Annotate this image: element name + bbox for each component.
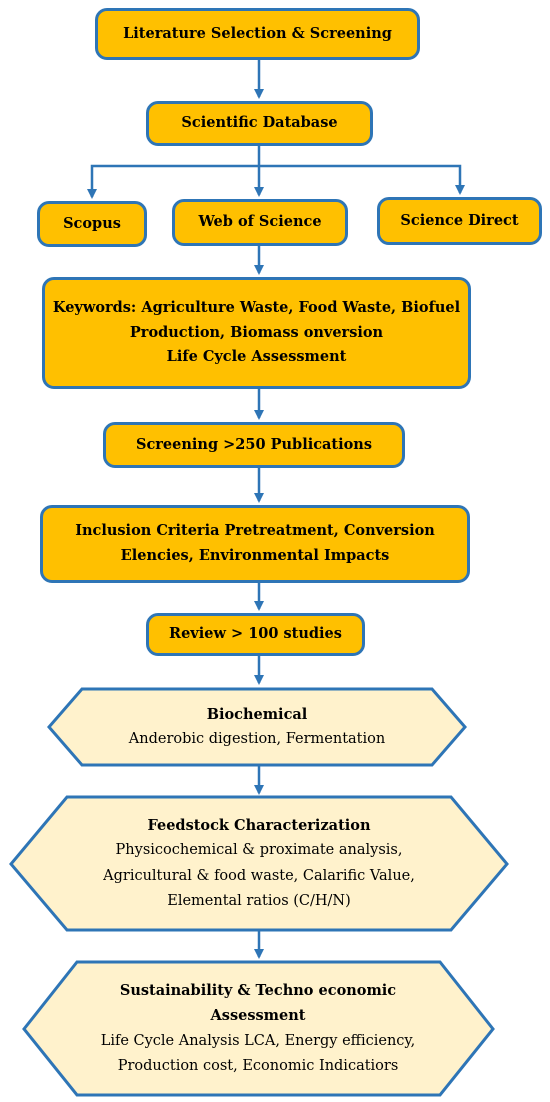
biochemical-line-1: Anderobic digestion, Fermentation: [128, 731, 386, 747]
science-direct-box: Science Direct: [377, 197, 542, 245]
feedstock-line-2: Agricultural & food waste, Calarific Val…: [103, 867, 415, 884]
keywords-line-1: Keywords: Agriculture Waste, Food Waste,…: [52, 299, 461, 317]
feedstock-line-3: Elemental ratios (C/H/N): [167, 892, 351, 909]
literature-selection-box: Literature Selection & Screening: [95, 8, 420, 60]
hexagon-sustainability: [22, 960, 495, 1097]
inclusion-criteria-box: Inclusion Criteria Pretreatment, Convers…: [40, 505, 470, 583]
hexagon-biochemical: [47, 687, 467, 767]
feedstock-line-1: Physicochemical & proximate analysis,: [115, 842, 403, 859]
hexagon-feedstock: [9, 795, 509, 932]
science-direct-label: Science Direct: [400, 211, 519, 229]
feedstock-text: Feedstock Characterization Physicochemic…: [40, 797, 478, 930]
web-of-science-label: Web of Science: [198, 213, 322, 231]
review-box: Review > 100 studies: [146, 613, 365, 656]
sustainability-line-2: Production cost, Economic Indicatiors: [117, 1057, 399, 1074]
scientific-database-box: Scientific Database: [146, 101, 373, 146]
scientific-database-label: Scientific Database: [181, 114, 338, 132]
biochemical-text: Biochemical Anderobic digestion, Ferment…: [60, 689, 454, 765]
sustainability-text: Sustainability & Techno economic Assessm…: [50, 962, 466, 1095]
sustainability-title-line-1: Sustainability & Techno economic: [119, 981, 397, 999]
inclusion-line-1: Inclusion Criteria Pretreatment, Convers…: [75, 522, 435, 540]
literature-selection-label: Literature Selection & Screening: [123, 24, 392, 42]
biochemical-title: Biochemical: [206, 705, 308, 723]
screening-box: Screening >250 Publications: [103, 422, 405, 468]
arrow-db-to-scopus: [87, 164, 259, 199]
scopus-label: Scopus: [63, 214, 121, 232]
sustainability-line-1: Life Cycle Analysis LCA, Energy efficien…: [100, 1032, 416, 1049]
inclusion-line-2: Elencies, Environmental Impacts: [120, 547, 390, 564]
web-of-science-box: Web of Science: [172, 199, 348, 246]
keywords-line-3: Life Cycle Assessment: [166, 348, 347, 366]
keywords-line-2: Production, Biomass onversion: [129, 323, 384, 341]
scopus-box: Scopus: [37, 201, 147, 247]
sustainability-title-line-2: Assessment: [210, 1007, 306, 1025]
arrow-db-to-science-direct: [259, 164, 465, 195]
feedstock-title: Feedstock Characterization: [147, 816, 371, 834]
screening-label: Screening >250 Publications: [135, 435, 373, 453]
keywords-box: Keywords: Agriculture Waste, Food Waste,…: [42, 277, 471, 389]
review-label: Review > 100 studies: [169, 625, 342, 643]
